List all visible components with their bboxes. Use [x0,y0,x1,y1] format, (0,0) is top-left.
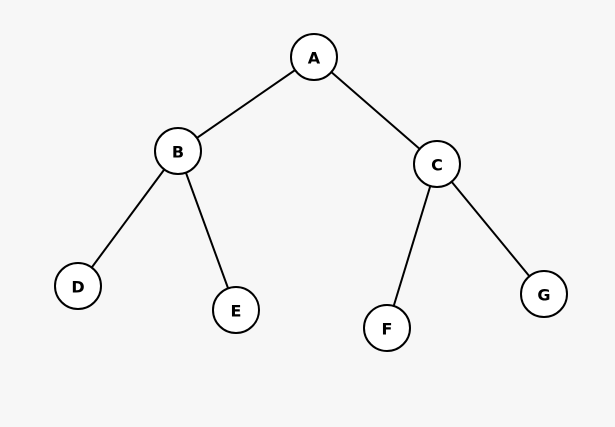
tree-node-e: E [212,286,260,334]
edge-c-g [436,163,545,295]
tree-node-d: D [54,262,102,310]
node-label: F [382,320,393,339]
tree-node-a: A [290,33,338,81]
edges-layer [77,56,545,329]
nodes-layer: A B C D E F G [54,33,568,352]
node-circle [520,270,568,318]
tree-node-g: G [520,270,568,318]
node-circle [290,33,338,81]
node-label: B [172,143,184,162]
tree-node-f: F [363,304,411,352]
edge-c-f [386,163,438,329]
edge-a-b [177,56,315,152]
edge-b-e [177,150,237,311]
node-circle [413,140,461,188]
tree-node-c: C [413,140,461,188]
node-label: D [71,278,84,297]
node-label: E [231,302,242,321]
edge-a-c [313,56,438,165]
tree-node-b: B [154,127,202,175]
node-label: C [431,156,443,175]
edge-b-d [77,150,179,287]
node-circle [54,262,102,310]
node-circle [212,286,260,334]
node-circle [154,127,202,175]
node-label: A [308,49,321,68]
node-circle [363,304,411,352]
node-label: G [537,286,550,305]
